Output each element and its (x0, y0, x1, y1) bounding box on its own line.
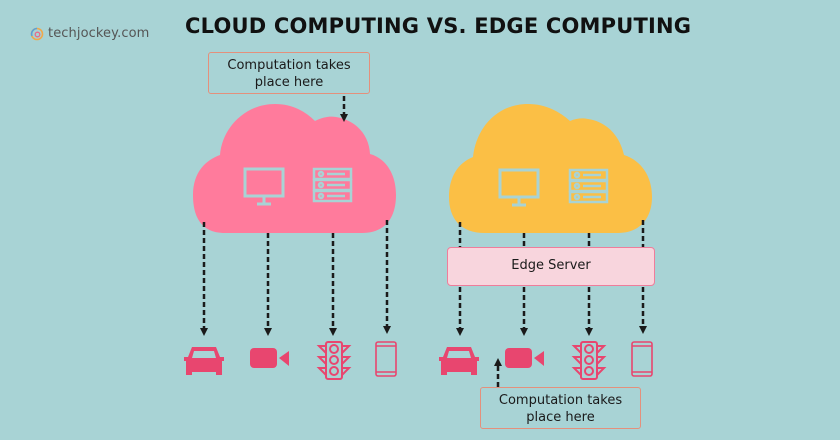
devices-right (439, 341, 653, 380)
traffic-light-icon (571, 341, 607, 380)
callout-cloud-computation: Computation takes place here (208, 52, 370, 94)
brand-logo: techjockey.com (30, 26, 149, 41)
server-rack-icon (312, 167, 353, 203)
edge-server-box: Edge Server (447, 247, 655, 286)
callout-line-2: place here (526, 410, 595, 425)
page-title: CLOUD COMPUTING VS. EDGE COMPUTING (185, 14, 692, 38)
callout-line-2: place here (254, 75, 324, 90)
cloud-shape (193, 104, 396, 233)
monitor-icon (243, 167, 285, 206)
cloud-right (449, 104, 652, 233)
edge-server-label: Edge Server (511, 258, 591, 273)
callout-line-1: Computation takes (498, 393, 623, 408)
smartphone-icon (631, 341, 653, 377)
callout-line-1: Computation takes (227, 58, 351, 73)
callout-edge-computation: Computation takes place here (480, 387, 641, 429)
server-rack-icon (568, 168, 609, 204)
car-icon (439, 347, 479, 375)
video-camera-icon (250, 348, 289, 368)
cloud-shape (449, 104, 652, 233)
car-icon (184, 347, 224, 375)
cloud-left (193, 104, 396, 233)
traffic-light-icon (316, 341, 352, 380)
techjockey-logo-icon (30, 27, 44, 40)
brand-name: techjockey.com (48, 26, 150, 41)
devices-left (184, 341, 397, 380)
video-camera-icon (505, 348, 544, 368)
smartphone-icon (375, 341, 397, 377)
monitor-icon (498, 168, 540, 207)
